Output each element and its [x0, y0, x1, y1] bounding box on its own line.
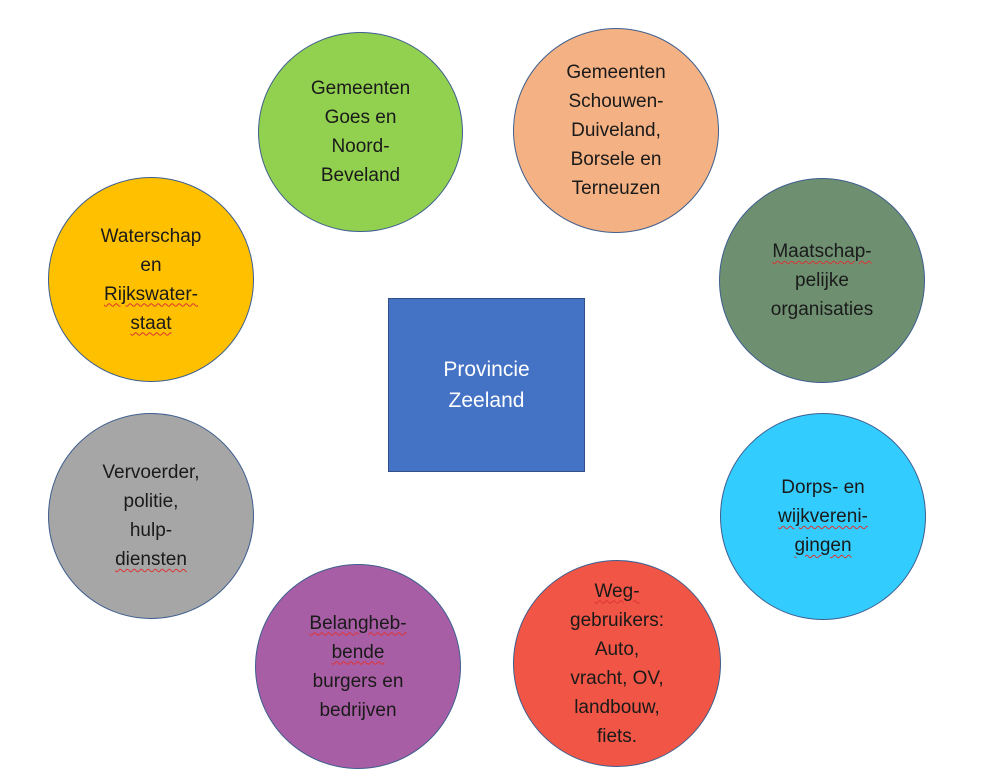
node-label: Waterschap en Rijkswater- staat [101, 222, 202, 338]
node-line: bende [331, 641, 385, 663]
node-line: wijkvereni- [778, 506, 868, 527]
node-label: Belangheb- bende burgers en bedrijven [309, 609, 406, 725]
node-label: Gemeenten Schouwen- Duiveland, Borsele e… [566, 58, 665, 203]
node-line: gingen [794, 535, 852, 556]
node-line: Belangheb- [309, 612, 407, 634]
node-line: en [140, 254, 162, 276]
node-line: Dorps- en [781, 477, 865, 498]
node-line: Terneuzen [571, 178, 661, 199]
node-line: burgers en [312, 670, 404, 692]
node-line: Goes en [324, 107, 397, 128]
node-line: bedrijven [319, 699, 397, 721]
node-schouwen-borsele-terneuzen: Gemeenten Schouwen- Duiveland, Borsele e… [513, 28, 719, 233]
node-line: organisaties [770, 299, 874, 320]
node-label: Weg- gebruikers: Auto, vracht, OV, landb… [570, 577, 664, 751]
node-line: Borsele en [570, 149, 662, 170]
node-dorps-wijkverenigingen: Dorps- en wijkvereni- gingen [720, 413, 926, 620]
node-line: pelijke [795, 270, 849, 291]
node-label: Dorps- en wijkvereni- gingen [778, 473, 868, 560]
node-line: Vervoerder, [102, 462, 200, 483]
node-line: staat [130, 312, 172, 334]
node-line: landbouw, [574, 696, 660, 718]
node-line: hulp- [129, 520, 173, 541]
node-line: vracht, OV, [570, 667, 664, 689]
node-label: Vervoerder, politie, hulp- diensten [102, 458, 199, 574]
node-vervoerder-politie-hulpdiensten: Vervoerder, politie, hulp- diensten [48, 413, 254, 619]
node-belanghebbende-burgers: Belangheb- bende burgers en bedrijven [255, 564, 461, 769]
center-line-2: Zeeland [448, 389, 525, 412]
node-weggebruikers: Weg- gebruikers: Auto, vracht, OV, landb… [513, 560, 721, 767]
node-maatschappelijke-organisaties: Maatschap- pelijke organisaties [719, 178, 925, 383]
node-waterschap-rijkswaterstaat: Waterschap en Rijkswater- staat [48, 177, 254, 382]
node-line: Noord- [331, 136, 390, 157]
node-line: Duiveland, [571, 120, 661, 141]
node-line: politie, [123, 491, 179, 512]
node-line: Gemeenten [566, 62, 666, 83]
node-line: Gemeenten [310, 78, 411, 99]
node-line: Weg- [594, 580, 640, 602]
node-line: gebruikers: [570, 609, 664, 631]
node-label: Gemeenten Goes en Noord- Beveland [311, 74, 410, 190]
center-node-provincie-zeeland: Provincie Zeeland [388, 298, 585, 472]
center-line-1: Provincie [443, 358, 530, 381]
node-line: diensten [115, 549, 187, 570]
node-line: Maatschap- [772, 241, 872, 262]
node-line: Beveland [320, 165, 401, 186]
node-line: Auto, [594, 638, 640, 660]
node-line: Rijkswater- [104, 283, 198, 305]
center-node-label: Provincie Zeeland [443, 354, 529, 416]
node-line: Waterschap [100, 225, 202, 247]
node-label: Maatschap- pelijke organisaties [771, 237, 873, 324]
node-line: fiets. [596, 725, 638, 747]
node-line: Schouwen- [568, 91, 664, 112]
node-goes-noord-beveland: Gemeenten Goes en Noord- Beveland [258, 32, 463, 232]
